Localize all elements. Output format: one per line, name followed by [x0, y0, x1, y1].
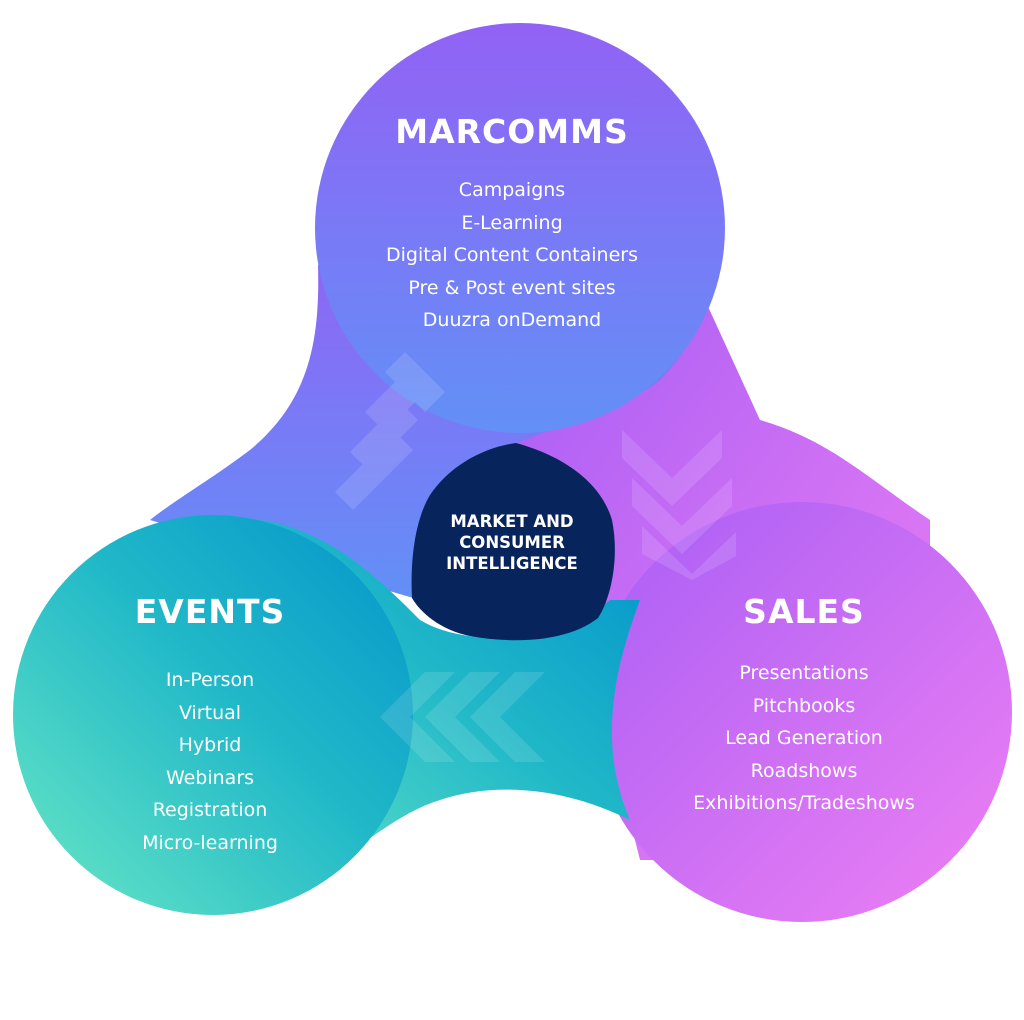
list-item: Lead Generation	[725, 727, 883, 749]
center-label: MARKET AND CONSUMER INTELLIGENCE	[412, 511, 612, 574]
list-item: Registration	[152, 799, 268, 821]
list-item: Exhibitions/Tradeshows	[693, 792, 915, 814]
chevrons-down-icon	[622, 430, 736, 580]
list-item: Hybrid	[178, 734, 242, 756]
list-item: Presentations	[739, 662, 869, 684]
sales-title: SALES	[743, 592, 865, 631]
list-item: Micro-learning	[142, 831, 278, 854]
center-label-line: INTELLIGENCE	[446, 554, 578, 573]
events-title: EVENTS	[134, 592, 286, 631]
list-item: Roadshows	[750, 759, 858, 782]
center-label-line: MARKET AND	[450, 512, 574, 531]
list-item: Webinars	[165, 766, 255, 789]
list-item: Campaigns	[458, 179, 566, 201]
list-item: Pre & Post event sites	[408, 276, 616, 299]
center-intersection	[411, 443, 615, 641]
sales-lobe	[515, 300, 1012, 922]
marcomms-list: Campaigns E-Learning Digital Content Con…	[312, 174, 712, 337]
center-label-line: CONSUMER	[459, 533, 565, 552]
chevrons-up-right-icon	[335, 352, 445, 510]
list-item: E-Learning	[461, 211, 563, 234]
list-item: Duuzra onDemand	[422, 309, 602, 331]
events-lobe	[13, 515, 640, 915]
sales-list: Presentations Pitchbooks Lead Generation…	[634, 657, 974, 820]
events-list: In-Person Virtual Hybrid Webinars Regist…	[60, 664, 360, 859]
list-item: In-Person	[165, 669, 255, 691]
chevrons-left-icon	[380, 672, 545, 762]
list-item: Pitchbooks	[752, 694, 856, 717]
list-item: Digital Content Containers	[385, 244, 638, 266]
marcomms-lobe	[150, 23, 725, 600]
marcomms-title: MARCOMMS	[395, 112, 629, 151]
list-item: Virtual	[178, 701, 242, 724]
